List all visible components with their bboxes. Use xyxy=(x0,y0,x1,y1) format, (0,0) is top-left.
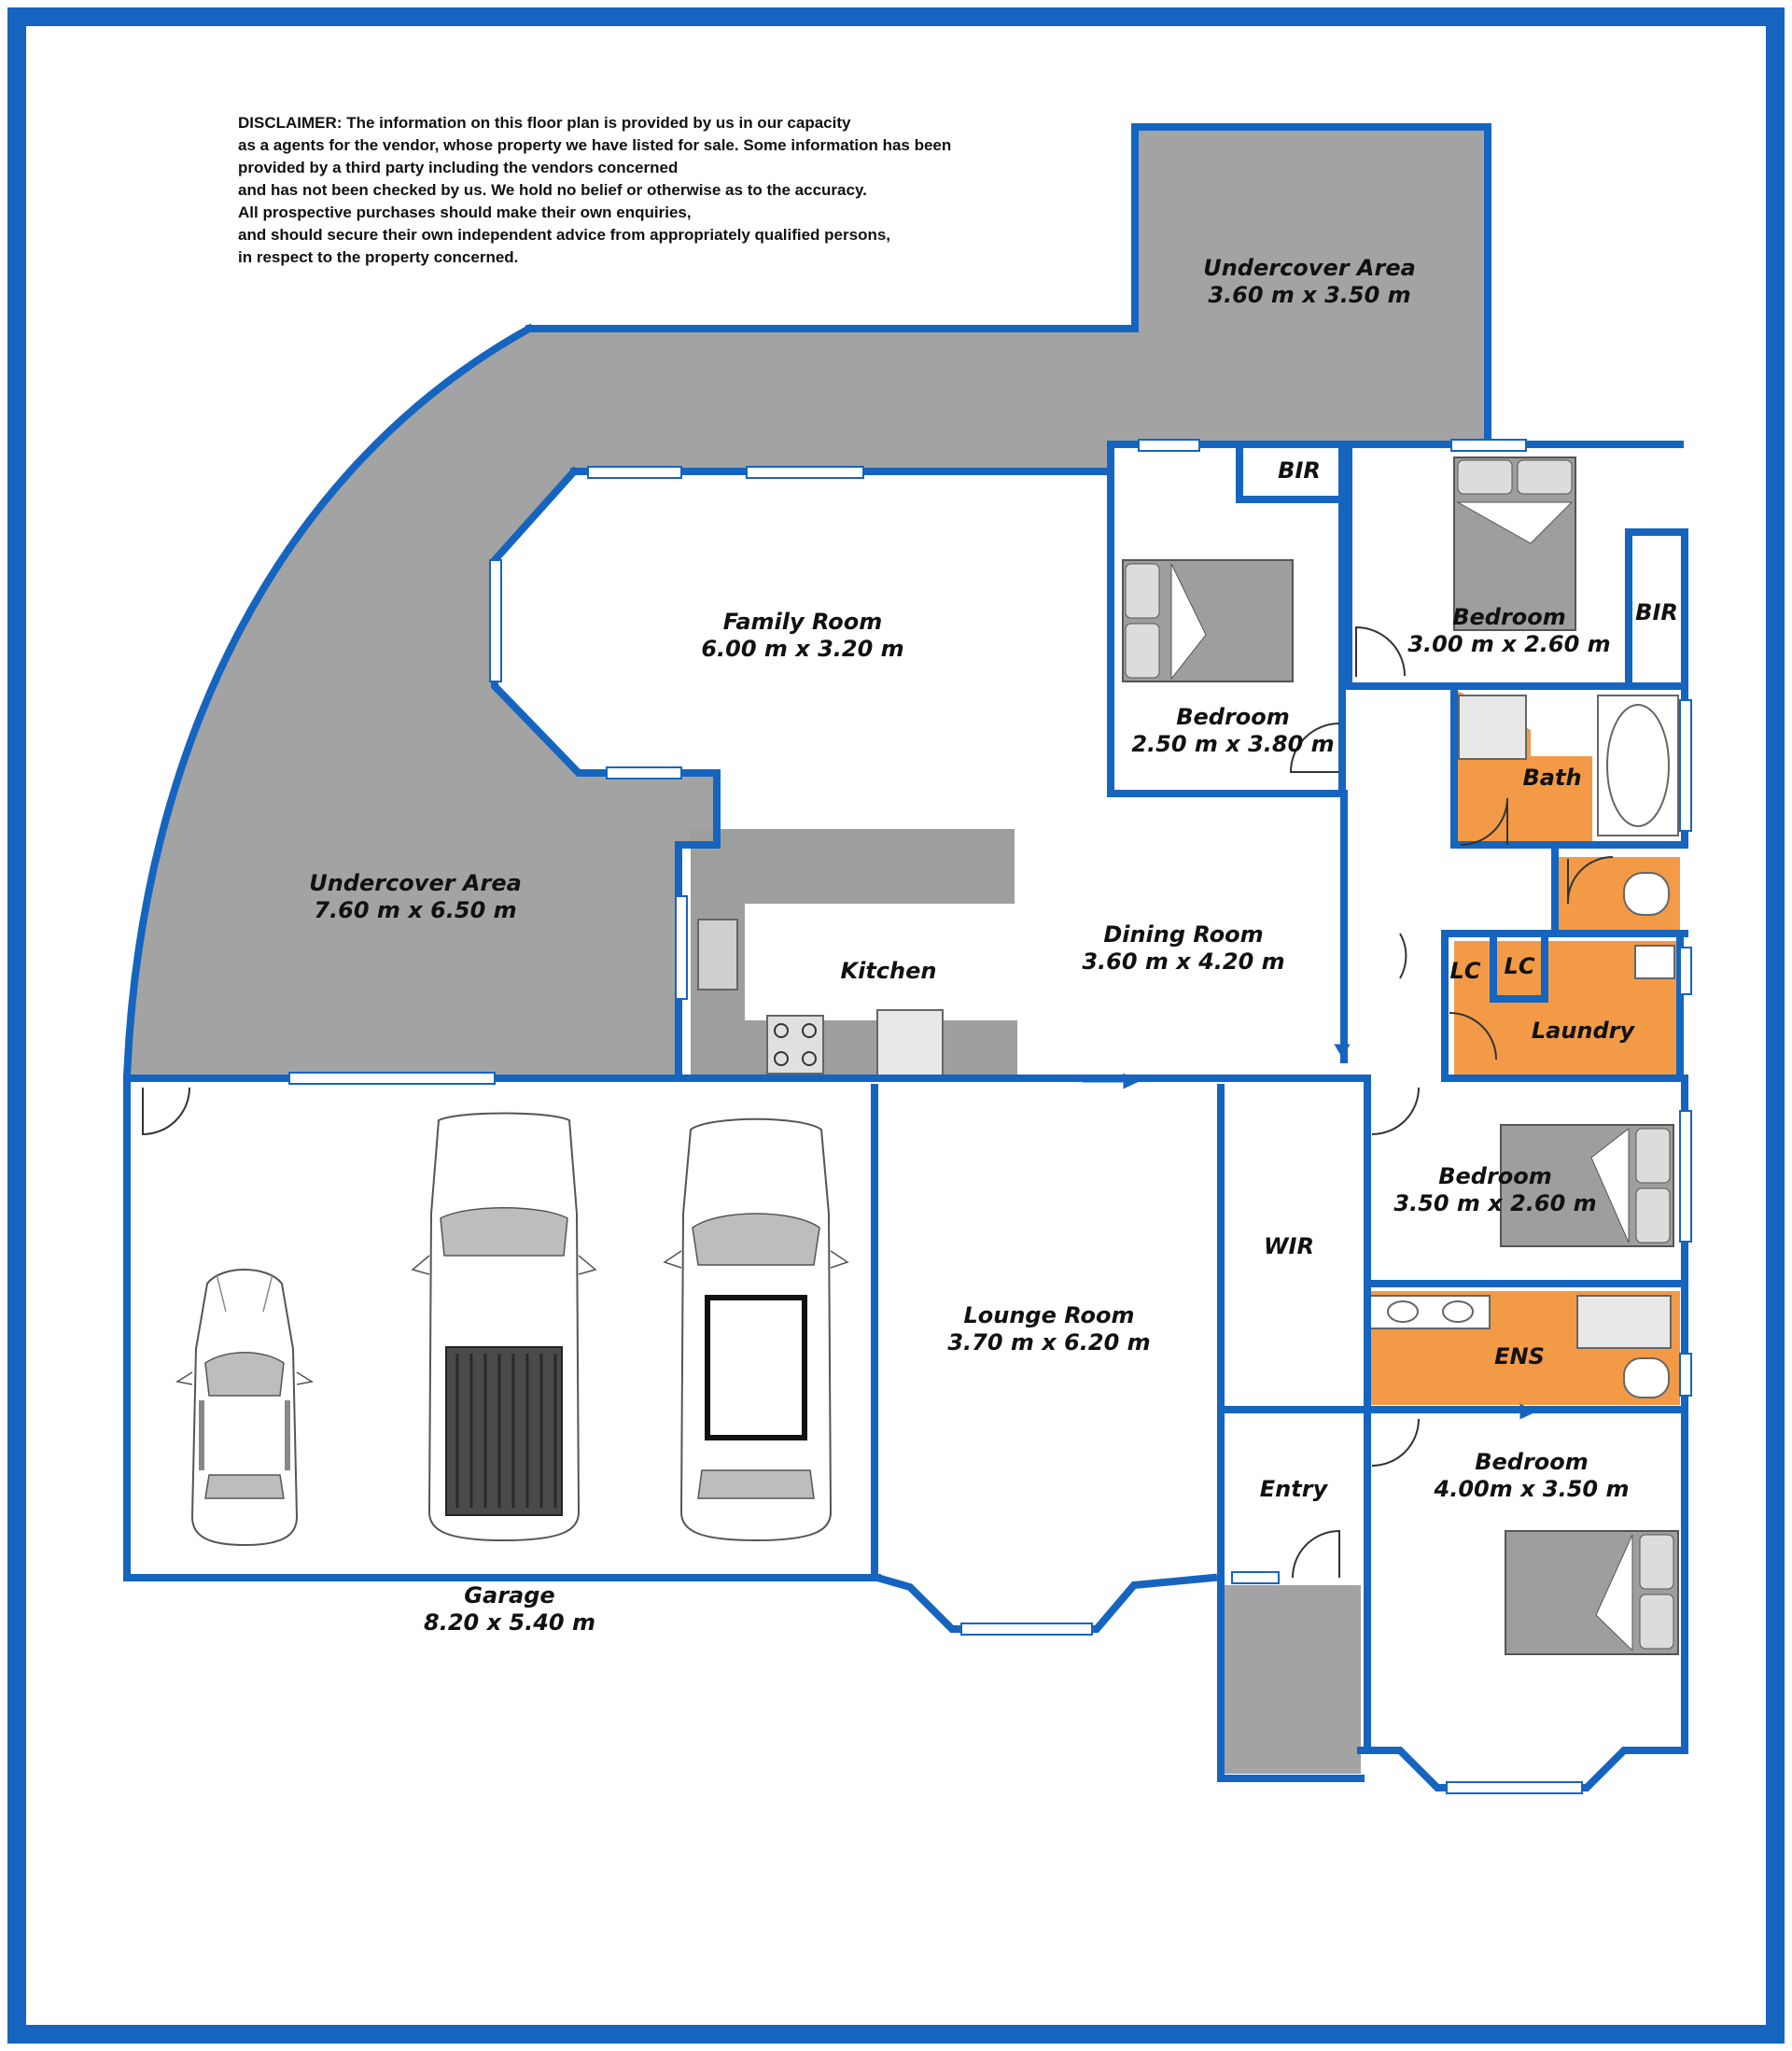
kitchen-oven xyxy=(876,1009,944,1076)
label-dining-room-name: Dining Room xyxy=(1103,921,1264,948)
label-garage: Garage 8.20 x 5.40 m xyxy=(424,1582,595,1637)
label-bedroom-d-name: Bedroom xyxy=(1475,1449,1589,1475)
label-dining-room-dims: 3.60 m x 4.20 m xyxy=(1082,948,1285,975)
label-lc-2: LC xyxy=(1505,953,1535,980)
label-lc-1-name: LC xyxy=(1449,958,1481,984)
label-entry-name: Entry xyxy=(1259,1476,1328,1502)
door-swings xyxy=(142,625,1614,1579)
car-sedan-left xyxy=(177,1270,312,1545)
disclaimer-text: DISCLAIMER: The information on this floo… xyxy=(238,112,1153,269)
label-bedroom-b-dims: 3.00 m x 2.60 m xyxy=(1407,631,1611,657)
label-dining-room: Dining Room 3.60 m x 4.20 m xyxy=(1082,921,1284,976)
label-laundry: Laundry xyxy=(1532,1018,1634,1045)
label-wir: WIR xyxy=(1264,1233,1314,1260)
ens-toilet xyxy=(1623,1357,1670,1398)
flow-arrows xyxy=(1083,990,1537,1420)
label-entry: Entry xyxy=(1260,1476,1327,1503)
label-bedroom-d: Bedroom 4.00m x 3.50 m xyxy=(1435,1449,1630,1503)
label-bedroom-b: Bedroom 3.00 m x 2.60 m xyxy=(1407,604,1610,658)
disclaimer-line-2: as a agents for the vendor, whose proper… xyxy=(238,136,952,154)
disclaimer-line-5: All prospective purchases should make th… xyxy=(238,204,692,221)
disclaimer-line-7: in respect to the property concerned. xyxy=(238,248,519,266)
kitchen-cooktop xyxy=(766,1015,824,1075)
kitchen-bench-bottom xyxy=(691,1020,1017,1078)
label-family-room: Family Room 6.00 m x 3.20 m xyxy=(701,609,903,663)
car-wagon-right xyxy=(663,1117,849,1542)
label-bir-b-name: BIR xyxy=(1635,599,1678,625)
label-undercover-main-name: Undercover Area xyxy=(309,870,522,896)
label-garage-name: Garage xyxy=(464,1582,555,1608)
label-ens-name: ENS xyxy=(1494,1343,1545,1370)
label-bedroom-c-name: Bedroom xyxy=(1438,1163,1552,1189)
disclaimer-line-4: and has not been checked by us. We hold … xyxy=(238,181,867,199)
disclaimer-line-6: and should secure their own independent … xyxy=(238,226,891,244)
label-lounge-room-dims: 3.70 m x 6.20 m xyxy=(947,1329,1151,1356)
toilet-fixture xyxy=(1623,872,1670,916)
bath-shower xyxy=(1458,695,1527,760)
bed-bedroom-b xyxy=(1453,457,1576,631)
label-undercover-top-name: Undercover Area xyxy=(1203,255,1416,281)
label-lc-1: LC xyxy=(1450,958,1481,985)
label-bedroom-a: Bedroom 2.50 m x 3.80 m xyxy=(1131,704,1334,758)
label-bath: Bath xyxy=(1522,765,1581,792)
disclaimer-line-1: The information on this floor plan is pr… xyxy=(346,114,851,132)
bed-bedroom-c xyxy=(1500,1124,1674,1247)
label-bir-a-name: BIR xyxy=(1278,457,1321,484)
label-wir-name: WIR xyxy=(1264,1233,1314,1259)
label-kitchen: Kitchen xyxy=(841,958,937,985)
label-undercover-top: Undercover Area 3.60 m x 3.50 m xyxy=(1203,255,1416,309)
label-bedroom-a-dims: 2.50 m x 3.80 m xyxy=(1131,731,1335,757)
label-bir-a: BIR xyxy=(1278,457,1321,485)
label-lc-2-name: LC xyxy=(1504,953,1535,979)
outer-frame xyxy=(7,7,1785,2044)
undercover-area-top-shape xyxy=(1135,127,1488,444)
label-undercover-main: Undercover Area 7.60 m x 6.50 m xyxy=(309,870,522,924)
label-bir-b: BIR xyxy=(1635,599,1678,626)
label-bedroom-b-name: Bedroom xyxy=(1452,604,1566,630)
label-undercover-top-dims: 3.60 m x 3.50 m xyxy=(1208,282,1411,308)
ens-shower xyxy=(1576,1295,1672,1349)
label-bedroom-a-name: Bedroom xyxy=(1176,704,1290,730)
disclaimer-line-3: provided by a third party including the … xyxy=(238,159,679,176)
label-bedroom-d-dims: 4.00m x 3.50 m xyxy=(1434,1476,1630,1502)
bath-tub xyxy=(1597,695,1679,836)
label-garage-dims: 8.20 x 5.40 m xyxy=(424,1609,595,1636)
label-lounge-room: Lounge Room 3.70 m x 6.20 m xyxy=(947,1302,1150,1356)
label-bedroom-c: Bedroom 3.50 m x 2.60 m xyxy=(1393,1163,1596,1217)
car-ute-middle xyxy=(411,1112,597,1542)
label-family-room-name: Family Room xyxy=(722,609,883,635)
kitchen-sink xyxy=(697,919,738,990)
label-bath-name: Bath xyxy=(1522,765,1582,791)
undercover-area-main-shape xyxy=(127,329,1135,1078)
bed-bedroom-d xyxy=(1505,1530,1679,1655)
label-kitchen-name: Kitchen xyxy=(840,958,937,984)
label-lounge-room-name: Lounge Room xyxy=(963,1302,1135,1328)
kitchen-island xyxy=(691,829,1015,904)
windows xyxy=(288,439,1692,1794)
label-family-room-dims: 6.00 m x 3.20 m xyxy=(701,636,904,662)
disclaimer-heading: DISCLAIMER: xyxy=(238,114,343,132)
label-ens: ENS xyxy=(1494,1343,1545,1370)
bed-bedroom-a xyxy=(1122,559,1294,682)
label-bedroom-c-dims: 3.50 m x 2.60 m xyxy=(1393,1190,1597,1216)
label-undercover-main-dims: 7.60 m x 6.50 m xyxy=(314,897,517,923)
laundry-tub xyxy=(1634,945,1675,979)
label-laundry-name: Laundry xyxy=(1531,1018,1635,1044)
entry-porch-shape xyxy=(1221,1585,1361,1774)
